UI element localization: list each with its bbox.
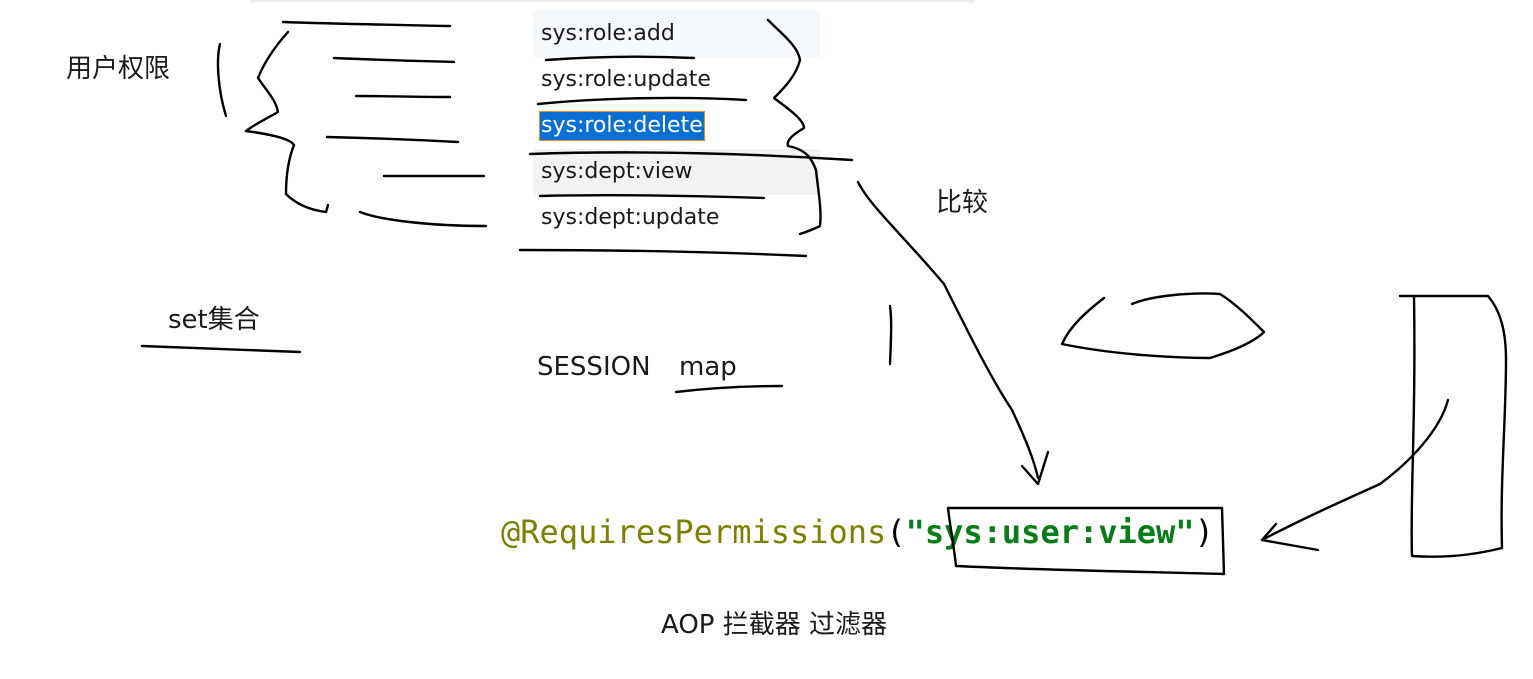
permission-list: sys:role:add sys:role:update sys:role:de… (533, 11, 820, 239)
permission-item-selected[interactable]: sys:role:delete (533, 103, 820, 149)
permission-string: sys:user:view (924, 513, 1176, 551)
quote-close: " (1175, 513, 1195, 551)
annotation-name: @RequiresPermissions (501, 513, 887, 551)
open-paren: ( (886, 513, 906, 551)
ink-dash-1 (281, 20, 452, 28)
ink-dash-2 (332, 56, 456, 64)
ink-underline-set (140, 344, 302, 354)
permission-item[interactable]: sys:dept:view (533, 149, 820, 195)
permission-item[interactable]: sys:dept:update (533, 195, 820, 241)
ink-underline-map (674, 384, 784, 394)
permission-item[interactable]: sys:role:update (533, 57, 820, 103)
session-label: SESSION (537, 352, 651, 382)
ink-underline-bottom (518, 248, 808, 258)
permission-item-label: sys:dept:update (541, 205, 720, 230)
permission-item-label: sys:role:add (541, 21, 675, 46)
ink-return-arrowhead (1260, 522, 1320, 552)
set-collection-label: set集合 (168, 305, 260, 335)
close-paren: ) (1194, 513, 1214, 551)
top-edge-shadow (250, 0, 975, 4)
ink-small-bracket (216, 42, 228, 118)
map-label: map (679, 352, 737, 382)
ink-vertical-stroke (888, 304, 893, 366)
ink-left-brace (244, 30, 330, 214)
requires-permissions-annotation: @RequiresPermissions("sys:user:view") (501, 512, 1214, 552)
permission-item-label: sys:dept:view (541, 159, 693, 184)
ink-dash-6 (358, 210, 488, 228)
permission-item-label: sys:role:update (541, 67, 711, 92)
user-permissions-label: 用户权限 (66, 54, 171, 84)
ink-oval (1060, 292, 1266, 360)
ink-return-arrow (1260, 398, 1450, 542)
permission-item[interactable]: sys:role:add (533, 11, 820, 57)
ink-compare-arrowhead (1020, 450, 1050, 486)
compare-label: 比较 (936, 188, 989, 218)
ink-dash-4 (325, 135, 460, 144)
aop-interceptor-filter-label: AOP 拦截器 过滤器 (661, 610, 888, 640)
quote-open: " (905, 513, 925, 551)
ink-compare-arrow (856, 180, 1040, 480)
ink-right-box (1398, 294, 1508, 558)
permission-item-label: sys:role:delete (539, 111, 705, 141)
ink-dash-3 (354, 94, 452, 99)
